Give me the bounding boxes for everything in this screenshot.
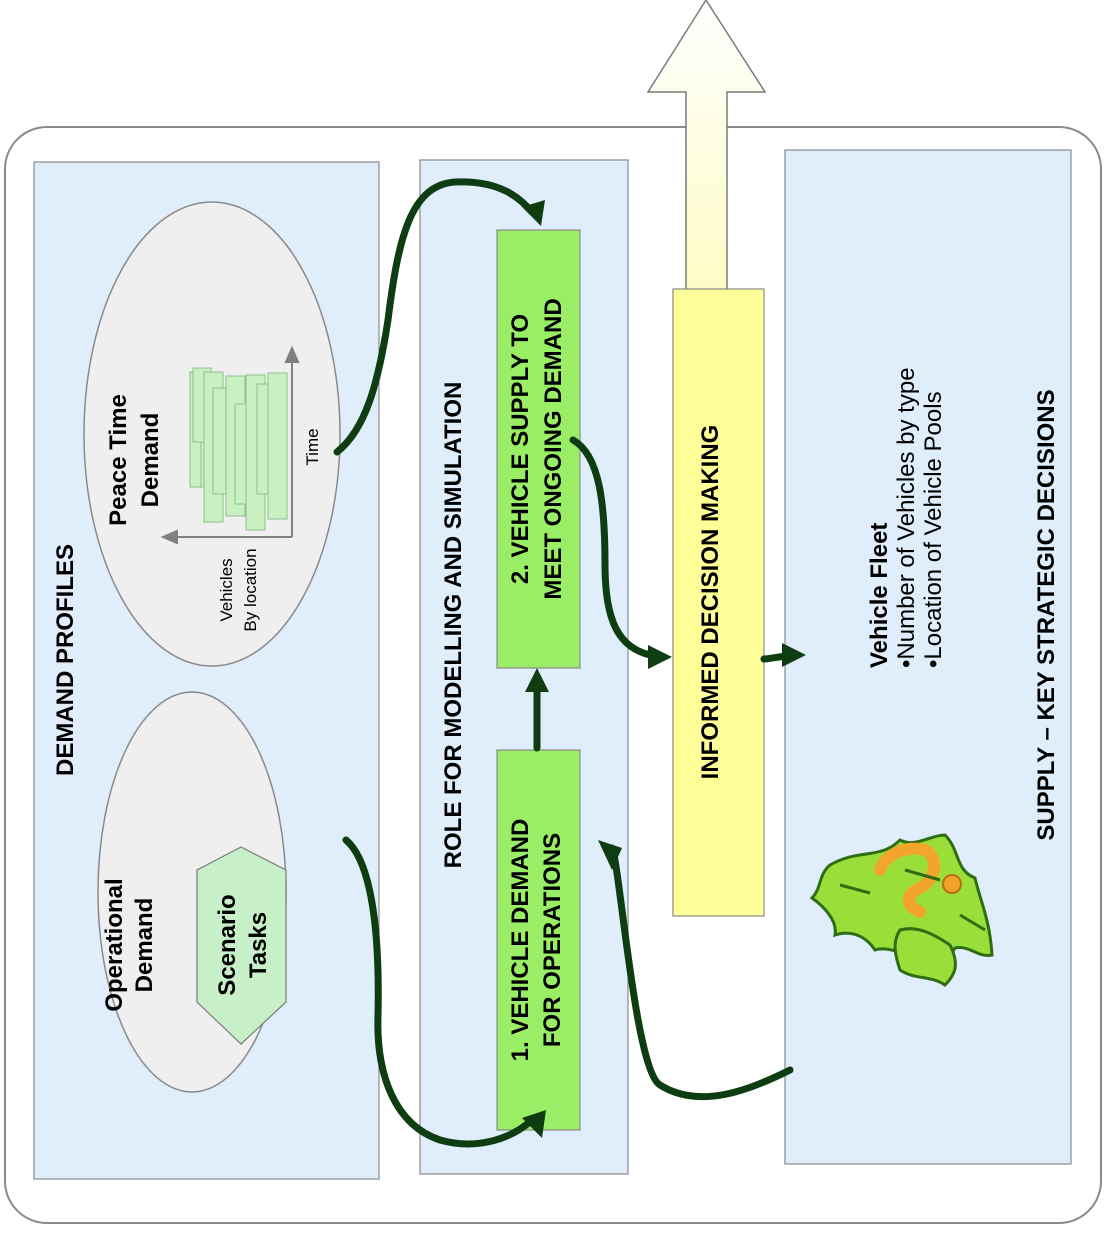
scenario-tasks-line2: Tasks [245, 912, 272, 978]
peacetime-title-1: Peace Time [105, 394, 132, 526]
demand-panel-title: DEMAND PROFILES [52, 544, 79, 776]
arrow-scenario-to-demand [342, 836, 536, 1148]
decision-box [672, 288, 765, 917]
arrowhead-fleet-to-demand [598, 840, 622, 870]
operational-demand-title-2: Demand [131, 898, 158, 993]
fleet-item-2: •Location of Vehicle Pools [920, 391, 947, 668]
question-mark-clipart [809, 833, 994, 987]
peacetime-axis-x: Time [303, 428, 322, 465]
peacetime-histogram [189, 367, 288, 531]
supply-panel [784, 149, 1072, 1165]
flow-arrows [333, 178, 794, 1148]
supply-panel-title: SUPPLY – KEY STRATEGIC DECISIONS [1033, 389, 1060, 840]
peacetime-axes [160, 345, 300, 545]
arrowhead-demand-box [522, 1110, 546, 1138]
vehicle-demand-line2: FOR OPERATIONS [539, 833, 566, 1047]
arrowhead-demand-to-supply [525, 668, 549, 692]
arrowhead-fleet [782, 643, 806, 667]
vehicle-demand-box [496, 749, 581, 1131]
scenario-tasks-hexagon [196, 846, 287, 1045]
peacetime-axis-y-2: By location [241, 548, 260, 631]
peacetime-axis-y-1: Vehicles [217, 558, 236, 621]
vehicle-demand-line1: 1. VEHICLE DEMAND [507, 819, 534, 1062]
fleet-title: Vehicle Fleet [866, 523, 893, 668]
role-panel-title: ROLE FOR MODELLING AND SIMULATION [440, 382, 467, 869]
arrow-peacetime-to-supply [333, 178, 536, 456]
peacetime-title-2: Demand [137, 413, 164, 508]
vehicle-supply-box [496, 229, 581, 669]
arrow-fleet-to-demand [608, 844, 794, 1101]
scenario-tasks-line1: Scenario [214, 894, 241, 995]
fleet-item-1: •Number of Vehicles by type [893, 367, 920, 668]
operational-demand-title-1: Operational [101, 878, 128, 1011]
arrowhead-decision [648, 645, 672, 669]
vehicle-supply-line1: 2. VEHICLE SUPPLY TO [507, 314, 534, 584]
flow-arrowheads [522, 200, 806, 1138]
arrowhead-supply-box [522, 200, 545, 226]
decision-label: INFORMED DECISION MAKING [697, 425, 724, 780]
arrow-supply-to-decision [569, 436, 659, 660]
vehicle-supply-line2: MEET ONGOING DEMAND [540, 298, 567, 599]
